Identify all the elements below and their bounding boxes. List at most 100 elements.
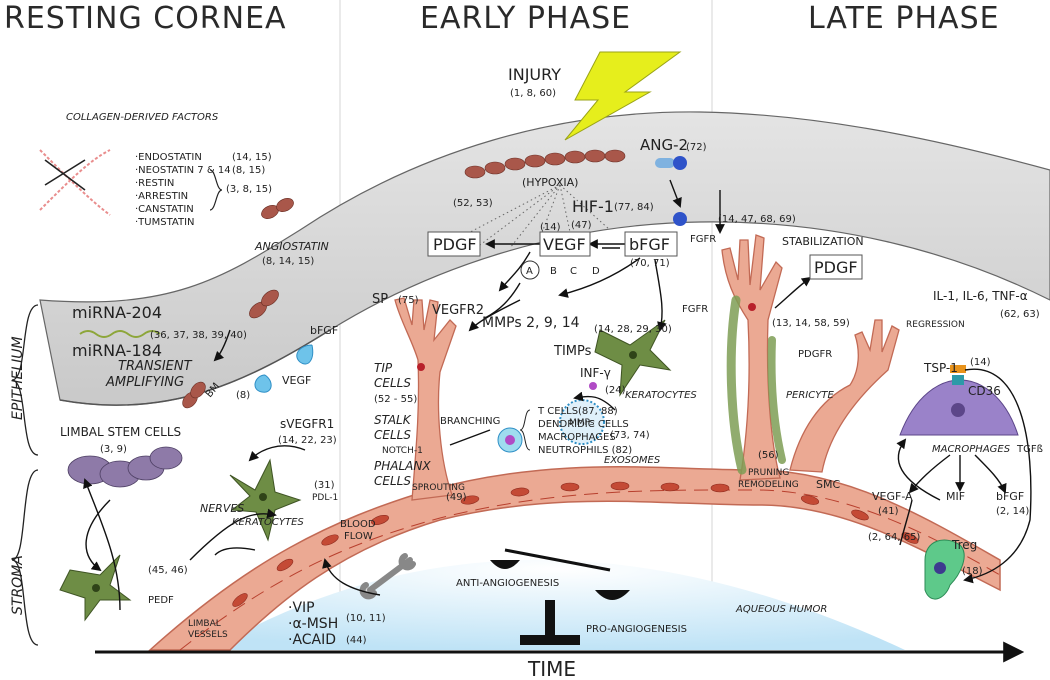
tsp1-label: TSP-1 <box>923 361 958 375</box>
tsp1-ref: (14) <box>970 357 991 368</box>
balance-scale-icon <box>490 548 630 645</box>
notch-label: NOTCH-1 <box>382 446 423 456</box>
pdl1-ref: (31) <box>314 480 335 491</box>
fgfr-ref: (14, 28, 29, 30) <box>594 324 672 335</box>
macrophages-late-label: MACROPHAGES <box>932 444 1011 455</box>
late-bfgf-label: bFGF <box>996 490 1024 503</box>
ref-47: (47) <box>571 220 592 231</box>
ang2-icon <box>655 158 675 168</box>
blood-flow-label: BLOOD <box>340 519 376 530</box>
cd36-receptor-icon <box>952 375 964 385</box>
vegf-label: VEGF <box>543 235 586 254</box>
keratocytes-label: KERATOCYTES <box>232 517 304 528</box>
bm-ref: (8) <box>236 390 250 401</box>
vegfr2-label: VEGFR2 <box>432 303 484 318</box>
factor-item: ·TUMSTATIN <box>135 217 195 228</box>
acaid-label: ·ACAID <box>288 632 336 648</box>
bfgf-box <box>624 231 678 257</box>
amplifying-label: AMPLIFYING <box>105 375 184 390</box>
macrophage-nucleus <box>951 403 965 417</box>
svegfr1-label: sVEGFR1 <box>280 417 334 431</box>
acaid-ref: (44) <box>346 635 367 646</box>
factor-ref: (14, 15) <box>232 152 272 163</box>
vegfa-label: VEGF-A <box>872 490 913 503</box>
anti-angiogenesis-label: ANTI-ANGIOGENESIS <box>456 578 559 589</box>
keratocyte-stroma-nucleus <box>92 584 100 592</box>
dendritic-label: DENDRIDIC CELLS <box>538 419 629 430</box>
angiostatin-ref: (8, 14, 15) <box>262 256 314 267</box>
stalk-cells-label: STALK <box>374 413 412 427</box>
bfgf-resting: bFGF <box>310 324 338 337</box>
hif-ref: (77, 84) <box>614 202 654 213</box>
cd36-label: CD36 <box>968 384 1001 398</box>
sprouting-label: SPROUTING <box>412 483 465 493</box>
fgfr-label-early: FGFR <box>682 304 708 315</box>
factor-item: ·ARRESTIN <box>135 191 188 202</box>
factor-item: ·NEOSTATIN 7 & 14 <box>135 165 231 176</box>
inf-gamma-ref: (24) <box>605 385 626 396</box>
bfgf-ref: (70, 71) <box>630 258 670 269</box>
branching-arrow <box>449 429 491 446</box>
hypoxia-label: (HYPOXIA) <box>522 176 578 189</box>
stabilized-nucleus <box>748 303 756 311</box>
injury-lightning-icon <box>564 51 682 141</box>
mmps-small-label: MMPs <box>569 418 595 428</box>
branching-label: BRANCHING <box>440 416 500 427</box>
smc-label: SMC <box>816 478 840 491</box>
epithelium-label: EPITHELIUM <box>10 336 26 420</box>
neutrophils-label: NEUTROPHILS (82) <box>538 445 632 456</box>
tip-ref: (52 - 55) <box>374 394 417 405</box>
transient-label: TRANSIENT <box>118 359 193 374</box>
limbal-vessels-label: LIMBAL <box>188 619 221 629</box>
vegf-a: A <box>526 266 533 277</box>
pedf-ref: (45, 46) <box>148 565 188 576</box>
header-early: EARLY PHASE <box>420 1 631 36</box>
tip-cells-label: TIP <box>374 361 393 375</box>
bfgf-label: bFGF <box>629 235 670 254</box>
regression-label: REGRESSION <box>906 320 965 330</box>
nerves-label: NERVES <box>200 502 244 515</box>
tcell-ref: (87, 88) <box>578 406 618 417</box>
keratocyte-nucleus <box>259 493 267 501</box>
factor-item: ·RESTIN <box>135 178 174 189</box>
amsh-label: ·α-MSH <box>288 616 338 632</box>
factor-ref: (8, 15) <box>232 165 265 176</box>
red-blood-cells <box>232 481 964 607</box>
stabilization-ref: (14, 47, 68, 69) <box>718 214 796 225</box>
stabilization-label: STABILIZATION <box>782 235 864 248</box>
treg-ref-1: (2, 64, 65) <box>868 532 920 543</box>
factor-ref: (3, 8, 15) <box>226 184 272 195</box>
header-late: LATE PHASE <box>808 1 1000 36</box>
injury-label: INJURY <box>508 65 561 84</box>
phalanx-cells-label: PHALANX <box>374 459 431 473</box>
ref-52-53: (52, 53) <box>453 198 493 209</box>
limbal-ref: (3, 9) <box>100 444 127 455</box>
ang2-dot-icon <box>673 156 687 170</box>
pericyte-cells-2 <box>767 336 786 464</box>
epithelial-cells <box>182 198 294 409</box>
macrophages-label: MACROPHAGES <box>538 432 616 443</box>
keratocytes-early-label: KERATOCYTES <box>625 390 697 401</box>
remodeling-label: REMODELING <box>738 480 799 490</box>
tcells-label: T CELLS <box>537 406 578 417</box>
immune-cell-nucleus <box>505 435 515 445</box>
late-pdgf-label: PDGF <box>814 258 858 277</box>
ang2-ref: (72) <box>686 142 707 153</box>
mirna-184-label: miRNA-184 <box>72 341 162 360</box>
ang2-label: ANG-2 <box>640 136 688 154</box>
vegf-receptor-icon <box>254 374 272 393</box>
fgfr-ligand-icon <box>673 212 687 226</box>
vegf-d: D <box>592 266 600 277</box>
svegfr1-ref: (14, 22, 23) <box>278 435 337 446</box>
pdgf-label: PDGF <box>433 235 477 254</box>
phalanx-cells-label: CELLS <box>374 474 411 488</box>
aqueous-label: AQUEOUS HUMOR <box>735 604 827 615</box>
limbal-vessels-label: VESSELS <box>188 630 228 640</box>
tcell-brace <box>519 409 531 451</box>
collagen-title: COLLAGEN-DERIVED FACTORS <box>66 112 219 123</box>
pathway-arrows <box>83 179 1032 611</box>
timps-label: TIMPs <box>553 344 592 359</box>
vegf-resting: VEGF <box>282 374 311 387</box>
pericyte-label: PERICYTE <box>786 390 834 401</box>
pdgf-box <box>427 231 481 257</box>
